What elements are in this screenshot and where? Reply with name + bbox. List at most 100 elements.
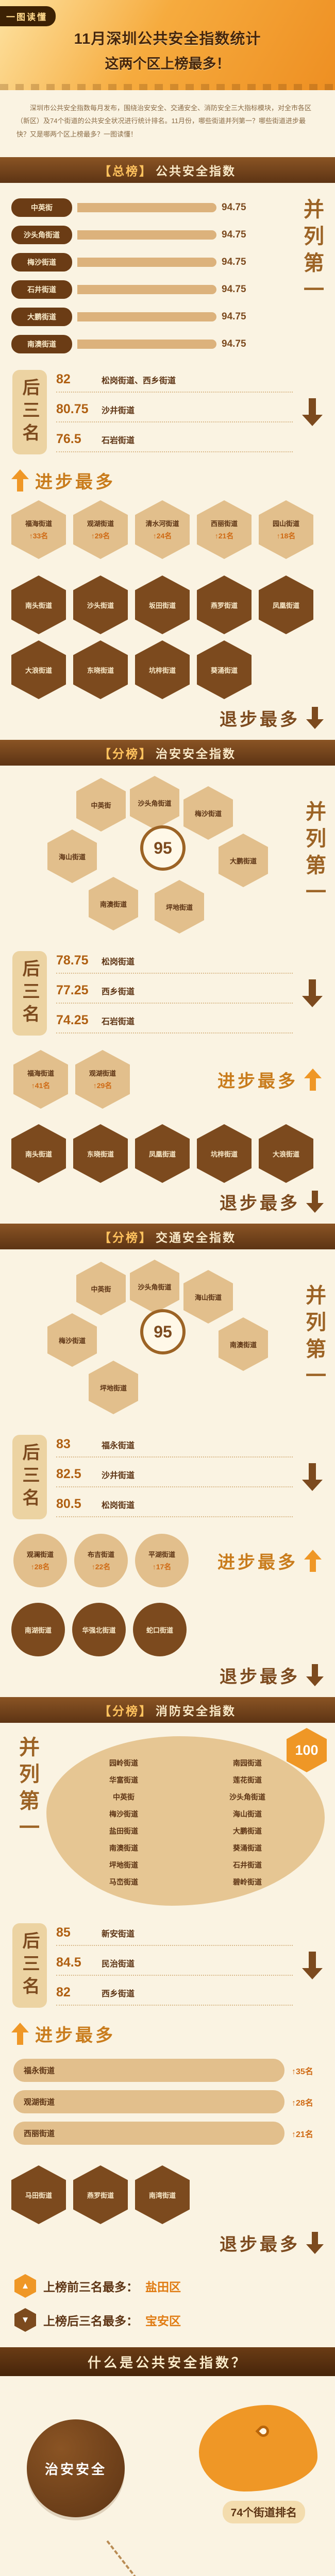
- down-arrow-stem: [309, 1463, 316, 1480]
- decline-street-hex: 凤凰街道: [135, 1124, 190, 1183]
- traffic-first-items: 中英街 沙头角街道 海山街道 梅沙街道 南澳街道: [0, 1260, 335, 1419]
- street-name: 梅沙街道: [109, 1810, 138, 1818]
- tied-first-label: 并列第一: [303, 801, 325, 908]
- overall-bottom-block: 后三名 82 松岗街道、西乡街道 80.75 沙井街道 76.5: [0, 358, 335, 461]
- street-name: 西丽街道: [13, 2122, 284, 2145]
- street-name: 园山街道: [272, 520, 299, 528]
- bottom-score: 76.5: [56, 432, 81, 446]
- street-name: 坂田街道: [148, 601, 176, 609]
- rank-change: ↑35名: [292, 2067, 313, 2076]
- police-first-items: 中英街 沙头角街道 梅沙街道 海山街道 大鹏街道: [0, 776, 335, 936]
- bottom-street-name: 福永街道: [102, 1442, 135, 1450]
- decline-most-label: 退步最多: [220, 2235, 300, 2255]
- street-name: 南澳街道: [109, 1844, 138, 1852]
- street-name: 沙头角街道: [229, 1793, 265, 1801]
- improve-street-hex: 园山街道 ↑18名: [259, 500, 313, 559]
- down-arrow-stem: [309, 979, 316, 996]
- bottom-row: 82 西乡街道: [56, 1985, 293, 2006]
- street-name: 中英街: [91, 1285, 111, 1293]
- intro-text: 深圳市公共安全指数每月发布，围绕治安安全、交通安全、消防安全三大指标模块，对全市…: [16, 104, 312, 138]
- rank-change: ↑29名: [93, 1081, 112, 1090]
- street-name: 海山街道: [194, 1293, 222, 1301]
- whatis-banner: 什么是公共安全指数？: [0, 2347, 335, 2376]
- decline-street-hex: 坑梓街道: [135, 640, 190, 699]
- overall-banner: 【总榜】 公共安全指数: [0, 157, 335, 183]
- first-street-hex: 大鹏街道: [219, 834, 268, 887]
- rank-change: ↑24名: [153, 532, 172, 540]
- bottom-three-label: 后三名: [12, 1923, 47, 2008]
- decline-most-label: 退步最多: [220, 710, 300, 730]
- overall-first-block: 中英街 94.75 沙头角街道 94.75 梅沙街道 94.75: [0, 183, 335, 358]
- intro-section: 深圳市公共安全指数每月发布，围绕治安安全、交通安全、消防安全三大指标模块，对全市…: [0, 90, 335, 157]
- bottom-score: 85: [56, 1925, 71, 1940]
- traffic-improve-head: 进步最多: [217, 1548, 322, 1573]
- down-arrow-icon: [302, 979, 323, 1007]
- street-name: 南头街道: [25, 1150, 52, 1158]
- street-name: 燕罗街道: [210, 601, 238, 609]
- up-arrow-stem: [17, 2032, 23, 2045]
- fire-decline-block: 马田街道 燕罗街道 南湾街道 退步最多: [0, 2158, 335, 2265]
- fire-improve-block: 进步最多: [0, 2014, 335, 2056]
- summary-top-district: 盐田区: [145, 2280, 181, 2294]
- decline-street-hex: 南头街道: [11, 1124, 66, 1183]
- improve-bar-row: 西丽街道 ↑21名: [13, 2122, 322, 2145]
- bottom-street-name: 新安街道: [102, 1930, 135, 1939]
- down-arrow-icon: [302, 1463, 323, 1491]
- bottom-street-name: 西乡街道: [102, 988, 135, 996]
- score-value: 94.75: [222, 229, 246, 240]
- bottom-score: 82: [56, 1985, 71, 1999]
- street-name: 坪地街道: [109, 1861, 138, 1869]
- street-name: 南澳街道: [229, 1341, 257, 1349]
- traffic-banner: 【分榜】 交通安全指数: [0, 1224, 335, 1249]
- rank-change: ↑18名: [276, 532, 296, 540]
- street-name-pill: 大鹏街道: [11, 308, 72, 326]
- street-name-pill: 南澳街道: [11, 335, 72, 353]
- improve-street-circle: 平湖街道 ↑17名: [135, 1534, 189, 1587]
- bottom-row: 84.5 民治街道: [56, 1955, 293, 1976]
- decline-street-hex: 大浪街道: [259, 1124, 313, 1183]
- down-arrow-icon: [306, 1191, 324, 1213]
- street-name: 东晓街道: [87, 666, 114, 674]
- police-bottom-block: 后三名 78.75 松岗街道 77.25 西乡街道 74.25: [0, 939, 335, 1042]
- decline-street-hex: 南湾街道: [135, 2165, 190, 2224]
- street-name: 马田街道: [25, 2191, 52, 2199]
- improve-street-hex: 观湖街道 ↑29名: [73, 500, 128, 559]
- street-name: 大鹏街道: [233, 1827, 262, 1835]
- summary-top-row: ▲ 上榜前三名最多： 盐田区: [14, 2274, 321, 2298]
- improve-street-circle: 观澜街道 ↑28名: [13, 1534, 67, 1587]
- bottom-row: 82 松岗街道、西乡街道: [56, 372, 293, 393]
- street-name: 燕罗街道: [87, 2191, 114, 2199]
- score-bar: [77, 340, 216, 349]
- header-badge: 一图读懂: [0, 6, 56, 26]
- street-name: 海山街道: [233, 1810, 262, 1818]
- street-name: 福永街道: [13, 2059, 284, 2082]
- street-name: 西丽街道: [210, 520, 238, 528]
- traffic-decline-head: 退步最多: [11, 1663, 324, 1688]
- up-arrow-stem: [310, 1559, 316, 1572]
- street-name: 莲花街道: [233, 1776, 262, 1784]
- up-arrow-stem: [17, 479, 23, 492]
- improve-street-hex: 观湖街道 ↑29名: [75, 1050, 130, 1109]
- overall-banner-title: 公共安全指数: [156, 164, 236, 178]
- overall-bottom-rows: 82 松岗街道、西乡街道 80.75 沙井街道 76.5 石岩街道: [56, 372, 293, 452]
- bottom-row: 85 新安街道: [56, 1925, 293, 1946]
- street-name: 中英街: [91, 801, 111, 809]
- rank-row: 南澳街道 94.75: [11, 335, 295, 353]
- thumb-up-icon: ▲: [14, 2274, 36, 2298]
- fire-first-items: 园岭街道 南园街道 华富街道 莲花街道 中英街 沙头角街道 梅沙街道 海山街道: [64, 1758, 307, 1887]
- down-arrow-head: [302, 996, 323, 1007]
- summary-section: ▲ 上榜前三名最多： 盐田区 ▼ 上榜后三名最多： 宝安区: [0, 2265, 335, 2347]
- bottom-row: 78.75 松岗街道: [56, 953, 293, 974]
- police-banner-title: 治安安全指数: [156, 747, 236, 760]
- first-street-hex: 南澳街道: [219, 1317, 268, 1371]
- police-first-score: 95: [140, 825, 186, 871]
- up-arrow-icon: [304, 1068, 322, 1091]
- first-street-hex: 梅沙街道: [47, 1313, 97, 1367]
- down-arrow-head: [302, 1968, 323, 1979]
- traffic-first-score: 95: [140, 1309, 186, 1354]
- street-name: 沙头角街道: [138, 1283, 172, 1291]
- summary-bottom-row: ▼ 上榜后三名最多： 宝安区: [14, 2308, 321, 2332]
- improve-most-label: 进步最多: [217, 1071, 298, 1091]
- decline-street-hex: 马田街道: [11, 2165, 66, 2224]
